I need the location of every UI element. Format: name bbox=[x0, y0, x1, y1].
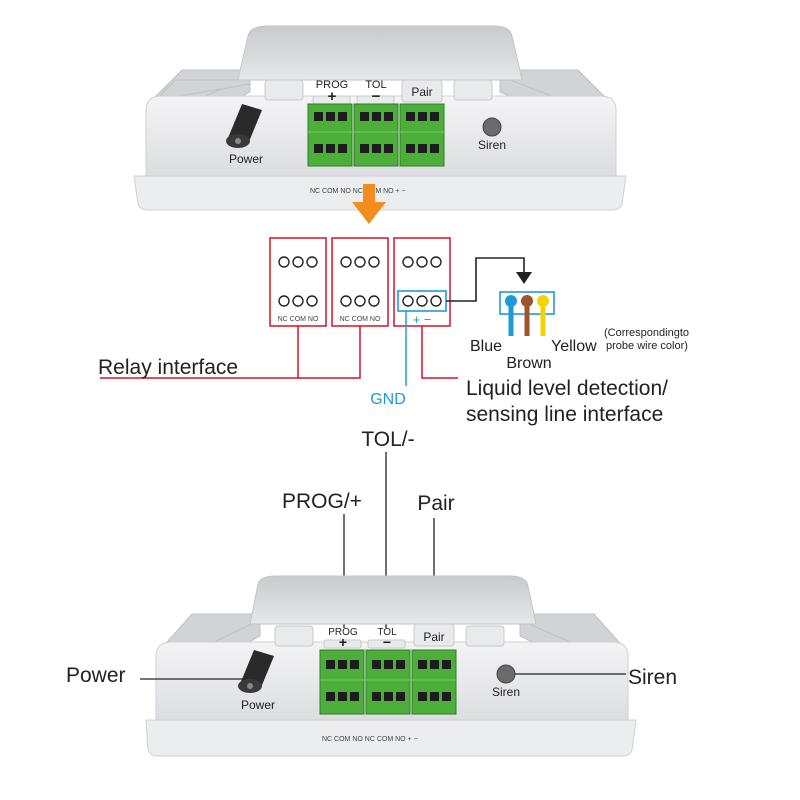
wire-yellow-label: Yellow bbox=[551, 338, 597, 355]
bottom-terminal-strip: NC COM NO NC COM NO + − bbox=[322, 736, 418, 743]
schematic: NC COM NO NC COM NO + − Relay interface … bbox=[98, 237, 689, 426]
top-siren-icon bbox=[482, 117, 502, 137]
top-blank-button-left bbox=[264, 79, 304, 101]
bottom-power-label: Power bbox=[241, 698, 275, 712]
tol-callout: TOL/- bbox=[361, 428, 414, 451]
wire-brown-label: Brown bbox=[506, 355, 551, 372]
top-tol-sign: − bbox=[372, 88, 381, 105]
prog-callout: PROG/+ bbox=[282, 490, 362, 513]
top-terminal-blocks bbox=[307, 103, 445, 167]
top-pair-button bbox=[401, 79, 443, 103]
probe-wires bbox=[505, 295, 549, 336]
top-blank-button-right bbox=[453, 79, 493, 101]
liquid-level-label-line2: sensing line interface bbox=[466, 403, 663, 426]
bottom-tol-label: TOL bbox=[377, 627, 397, 638]
bottom-tol-sign: − bbox=[383, 634, 391, 650]
bottom-siren-icon bbox=[496, 664, 516, 684]
down-arrow-icon bbox=[352, 184, 386, 224]
relay-2-pin-label: NC COM NO bbox=[340, 316, 381, 323]
bottom-siren-label: Siren bbox=[492, 685, 520, 699]
relay-block-1 bbox=[269, 237, 327, 327]
bottom-power-connector bbox=[238, 650, 274, 693]
wire-blue-label: Blue bbox=[470, 338, 502, 355]
relay-block-2 bbox=[331, 237, 389, 327]
probe-arrow-icon bbox=[516, 272, 532, 284]
siren-callout: Siren bbox=[628, 666, 677, 689]
relay-interface-label: Relay interface bbox=[98, 356, 238, 379]
bottom-pair-label: Pair bbox=[423, 630, 444, 644]
sensor-signs: + − bbox=[413, 312, 432, 327]
top-siren-label: Siren bbox=[478, 138, 506, 152]
power-callout: Power bbox=[66, 664, 126, 687]
gnd-label: GND bbox=[370, 391, 406, 408]
relay-1-pin-label: NC COM NO bbox=[278, 316, 319, 323]
bottom-prog-label: PROG bbox=[328, 627, 358, 638]
top-prog-sign: + bbox=[328, 88, 337, 105]
bottom-terminal-blocks bbox=[319, 649, 457, 715]
top-tol-label: TOL bbox=[365, 79, 386, 91]
wire-note-line2: probe wire color) bbox=[606, 340, 688, 352]
top-device: PROG + TOL − Pair bbox=[133, 25, 627, 211]
liquid-level-label-line1: Liquid level detection/ bbox=[466, 377, 668, 400]
bottom-device: PROG + TOL − Pair Power Siren bbox=[145, 575, 637, 757]
top-power-label: Power bbox=[229, 152, 263, 166]
callouts: TOL/- PROG/+ Pair bbox=[282, 428, 455, 628]
bottom-prog-sign: + bbox=[339, 634, 347, 650]
pair-callout: Pair bbox=[417, 492, 454, 515]
top-prog-label: PROG bbox=[316, 79, 348, 91]
top-terminal-strip: NC COM NO NC COM NO + − bbox=[310, 188, 406, 195]
wire-note-line1: (Correspondingto bbox=[604, 327, 689, 339]
top-pair-label: Pair bbox=[411, 85, 432, 99]
top-power-connector bbox=[226, 104, 262, 148]
